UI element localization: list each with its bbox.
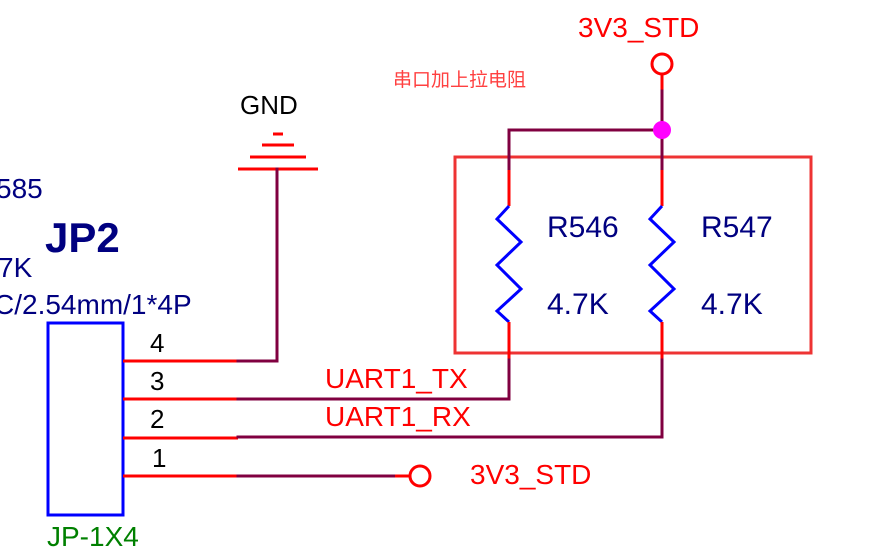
net-label-uart1-tx: UART1_TX xyxy=(325,363,468,394)
pullup-highlight-box xyxy=(453,155,813,355)
wire-uart1-rx[interactable] xyxy=(236,358,664,439)
pin-2-number: 2 xyxy=(150,404,164,434)
gnd-symbol[interactable] xyxy=(238,132,318,171)
annotation-pullup-note: 串口加上拉电阻 xyxy=(393,69,526,91)
r547-designator: R547 xyxy=(701,211,773,244)
wire-pullup-bus[interactable] xyxy=(507,128,664,172)
connector-body[interactable] xyxy=(46,321,125,517)
resistor-r546[interactable] xyxy=(494,170,524,360)
connector-pin-4[interactable]: 4 xyxy=(123,328,238,363)
connector-pin-2[interactable]: 2 xyxy=(123,404,238,440)
connector-pin-3[interactable]: 3 xyxy=(123,366,238,401)
power-top-label: 3V3_STD xyxy=(578,12,699,43)
connector-designator: JP2 xyxy=(45,214,120,261)
connector-ref-partial: 585 xyxy=(0,173,43,204)
power-top-port-icon[interactable] xyxy=(650,52,674,76)
pin-1-number: 1 xyxy=(152,443,166,473)
pin-3-number: 3 xyxy=(150,366,164,396)
resistor-r547[interactable] xyxy=(647,170,677,360)
connector-part-name: JP-1X4 xyxy=(47,521,139,552)
wire-gnd[interactable] xyxy=(236,167,279,363)
r546-zigzag-icon xyxy=(494,204,524,324)
pin-4-number: 4 xyxy=(150,328,164,358)
connector-pin-1[interactable]: 1 xyxy=(123,443,238,478)
r547-value: 4.7K xyxy=(701,288,763,321)
power-bottom-label: 3V3_STD xyxy=(470,459,591,490)
r546-value: 4.7K xyxy=(547,288,609,321)
power-bottom-port-icon[interactable] xyxy=(408,464,432,488)
junction-dot xyxy=(653,121,671,139)
connector-footprint-partial: C/2.54mm/1*4P xyxy=(0,289,192,320)
r547-zigzag-icon xyxy=(647,204,677,324)
connector-value-partial: 7K xyxy=(0,252,33,283)
net-label-uart1-rx: UART1_RX xyxy=(325,401,471,432)
r546-designator: R546 xyxy=(547,211,619,244)
gnd-label: GND xyxy=(240,90,298,120)
wire-uart1-tx[interactable] xyxy=(236,358,511,401)
